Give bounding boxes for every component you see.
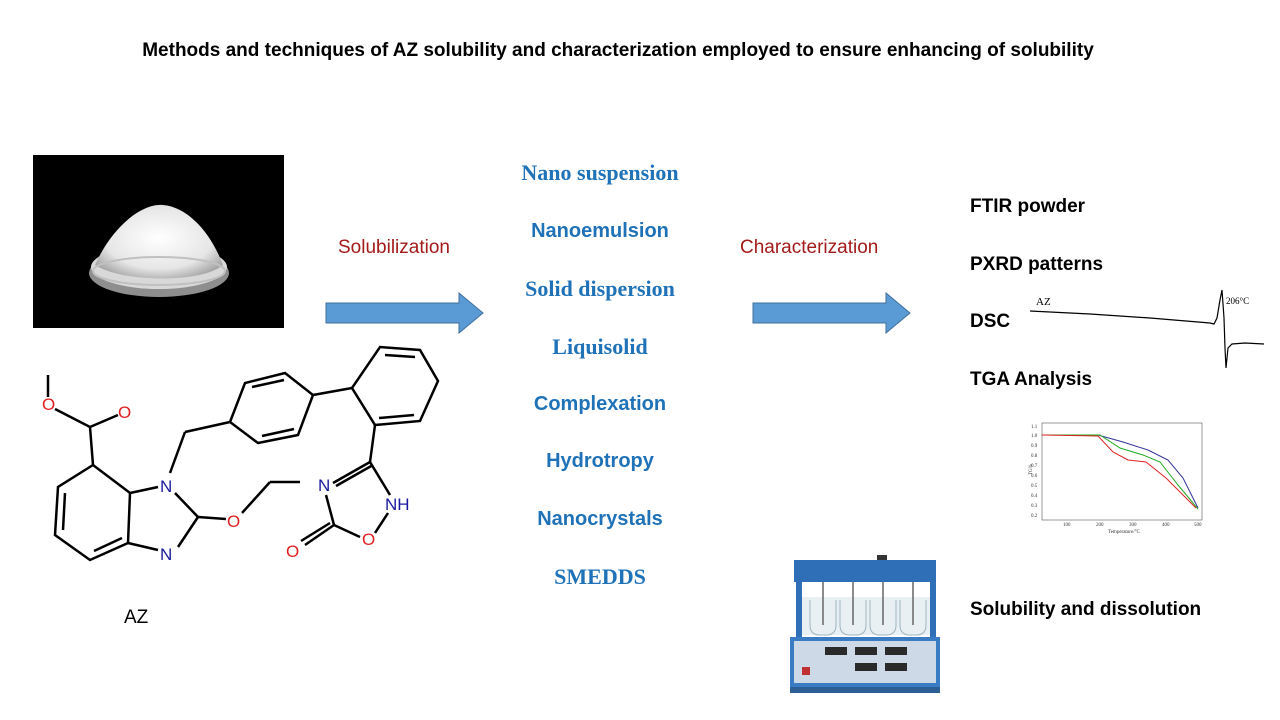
dissolution-apparatus	[780, 555, 945, 700]
atom-label: N	[160, 477, 172, 496]
tga-y-label: TG%	[1029, 464, 1034, 475]
tga-plot: 1.1 1.0 0.9 0.8 0.7 0.6 0.5 0.4 0.3 0.2 …	[1028, 420, 1208, 535]
dsc-thermogram: AZ 206°C	[1029, 288, 1265, 372]
tga-curve-green	[1042, 434, 1199, 510]
az-structure: O O N O N N NH O O	[30, 335, 460, 595]
tga-y-tick: 0.3	[1031, 504, 1038, 509]
method-item: Complexation	[533, 393, 667, 415]
characterization-item: FTIR powder	[970, 196, 1086, 217]
tga-x-tick: 400	[1162, 523, 1170, 528]
tga-x-label: Temperature/°C	[1108, 530, 1141, 535]
atom-label: O	[286, 542, 299, 561]
tga-y-tick: 0.4	[1031, 494, 1038, 499]
atom-label: O	[362, 530, 375, 549]
characterization-item: PXRD patterns	[970, 254, 1104, 275]
characterization-item: Solubility and dissolution	[970, 599, 1202, 620]
atom-label: O	[118, 403, 131, 422]
method-item: Liquisolid	[552, 334, 648, 359]
tga-curve-blue	[1042, 434, 1199, 509]
powder-photo	[33, 155, 284, 328]
tga-y-tick: 0.7	[1031, 464, 1038, 469]
page-title: Methods and techniques of AZ solubility …	[142, 40, 1094, 61]
dsc-series-label: AZ	[1036, 296, 1051, 308]
tga-x-tick: 100	[1063, 523, 1071, 528]
tga-y-tick: 0.5	[1031, 484, 1038, 489]
method-item: Nanocrystals	[537, 508, 663, 530]
atom-label: O	[42, 395, 55, 414]
dsc-peak-label: 206°C	[1226, 296, 1249, 306]
atom-label: N	[318, 476, 330, 495]
method-item: Nanoemulsion	[531, 220, 669, 242]
method-item: Hydrotropy	[546, 450, 654, 472]
tga-y-tick: 0.8	[1031, 454, 1038, 459]
characterization-item: DSC	[970, 311, 1011, 332]
atom-label: NH	[385, 495, 410, 514]
method-item: Solid dispersion	[525, 276, 675, 301]
atom-label: O	[227, 512, 240, 531]
tga-x-tick: 200	[1096, 523, 1104, 528]
characterization-arrow	[752, 291, 912, 339]
tga-y-tick: 0.2	[1031, 514, 1038, 519]
solubilization-arrow	[325, 291, 485, 339]
characterization-label: Characterization	[740, 237, 879, 258]
method-item: SMEDDS	[554, 564, 646, 589]
tga-y-tick: 0.9	[1031, 444, 1038, 449]
characterization-item: TGA Analysis	[970, 369, 1093, 390]
atom-label: N	[160, 545, 172, 564]
solubilization-label: Solubilization	[338, 237, 450, 258]
tga-curve-red	[1041, 434, 1197, 509]
tga-y-tick: 0.6	[1031, 474, 1038, 479]
tga-x-tick: 300	[1129, 523, 1137, 528]
tga-x-tick: 500	[1194, 523, 1202, 528]
tga-y-tick: 1.1	[1031, 425, 1038, 430]
method-item: Nano suspension	[521, 160, 679, 185]
tga-y-tick: 1.0	[1031, 434, 1038, 439]
drug-label: AZ	[124, 607, 149, 628]
